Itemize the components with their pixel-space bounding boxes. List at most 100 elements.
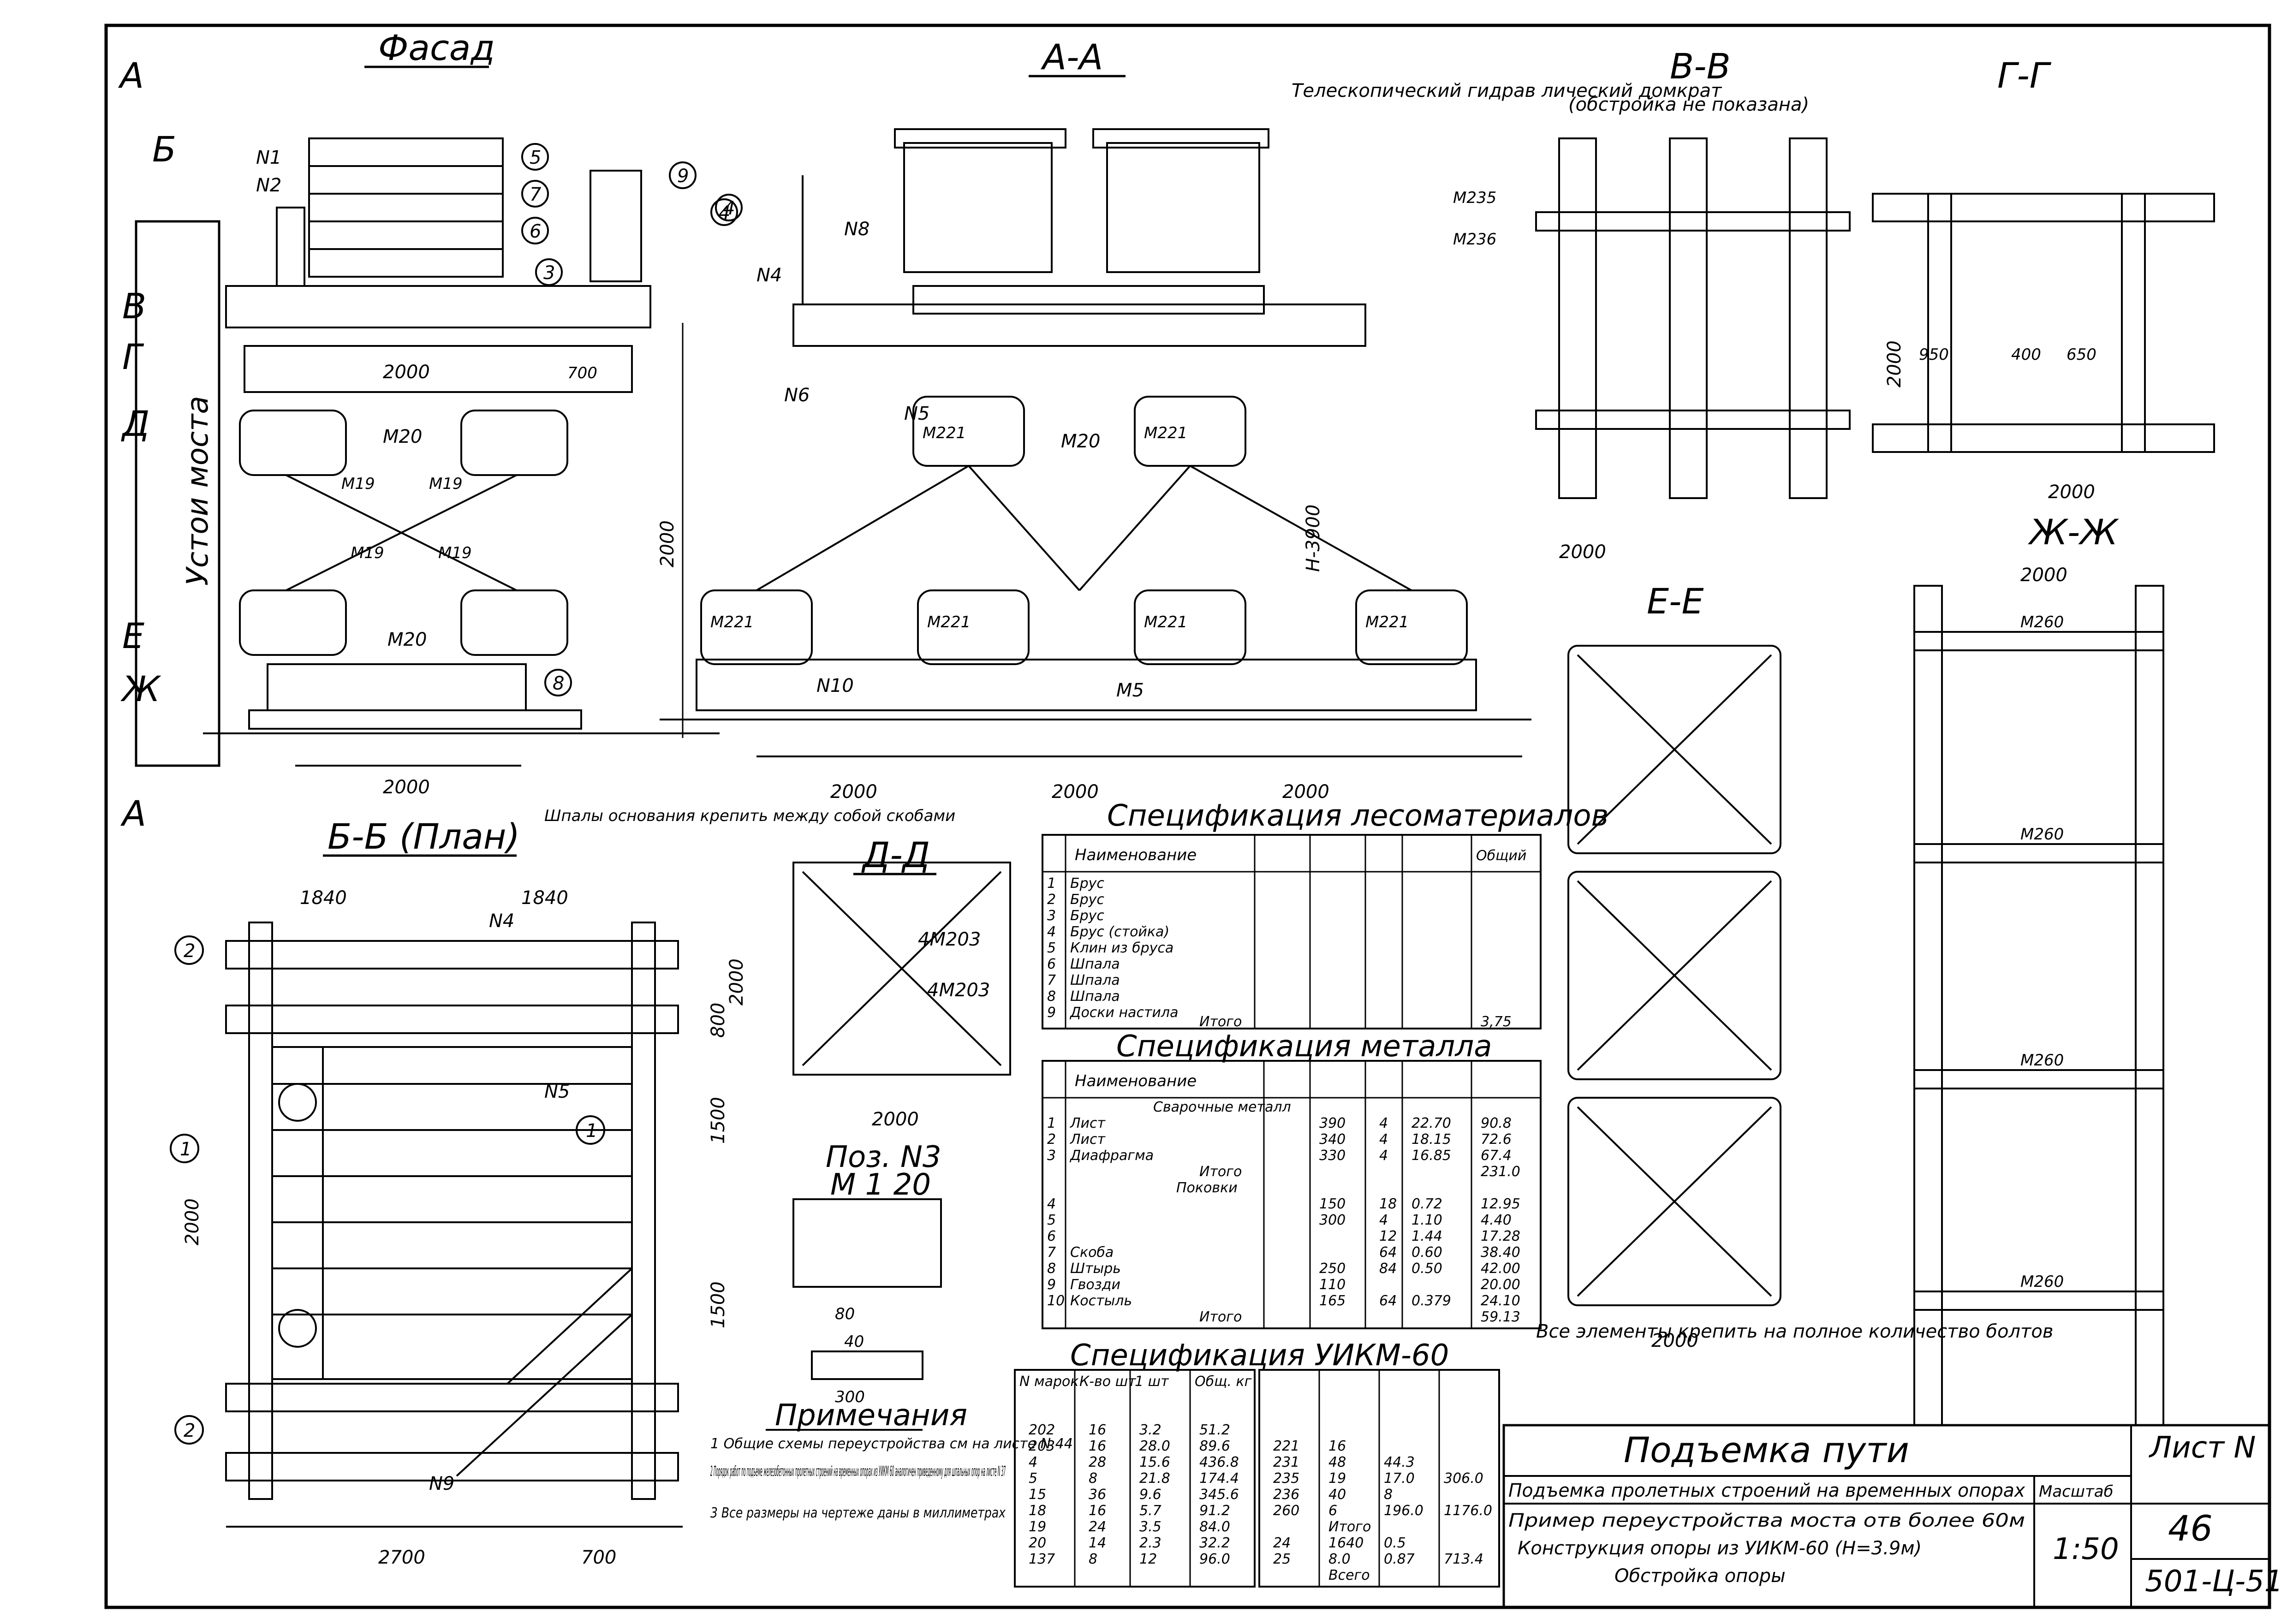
svg-text:1.44: 1.44 xyxy=(1412,1228,1442,1244)
svg-text:2: 2 xyxy=(184,1420,195,1441)
svg-text:3,75: 3,75 xyxy=(1481,1014,1512,1030)
svg-text:0.60: 0.60 xyxy=(1412,1244,1442,1261)
svg-text:32.2: 32.2 xyxy=(1199,1535,1230,1551)
svg-text:8: 8 xyxy=(1384,1487,1393,1503)
svg-text:4: 4 xyxy=(1379,1212,1388,1228)
svg-text:М221: М221 xyxy=(1144,424,1187,442)
svg-text:N1: N1 xyxy=(256,147,281,168)
svg-text:4: 4 xyxy=(1379,1148,1388,1164)
svg-text:4: 4 xyxy=(1047,1196,1056,1212)
svg-text:N4: N4 xyxy=(489,910,514,932)
svg-text:10: 10 xyxy=(1047,1293,1065,1309)
svg-text:6: 6 xyxy=(530,221,541,242)
svg-text:2000: 2000 xyxy=(1052,781,1099,803)
title-block: Подъемка пути Подъемка пролетных строени… xyxy=(1502,1424,2283,1609)
svg-text:М260: М260 xyxy=(2020,825,2064,844)
svg-text:9: 9 xyxy=(677,166,689,187)
svg-text:Итого: Итого xyxy=(1199,1014,1242,1030)
svg-text:М221: М221 xyxy=(1365,613,1409,631)
svg-text:28: 28 xyxy=(1089,1454,1106,1470)
svg-text:110: 110 xyxy=(1319,1277,1346,1293)
svg-text:84.0: 84.0 xyxy=(1199,1519,1230,1535)
svg-text:40: 40 xyxy=(844,1333,864,1351)
spec-metal-table: Спецификация металла Наименование Свароч… xyxy=(1042,1029,1542,1329)
svg-text:22.70: 22.70 xyxy=(1412,1115,1451,1131)
svg-text:19: 19 xyxy=(1328,1470,1346,1487)
svg-text:8: 8 xyxy=(553,673,564,694)
section-aa: А-А Телескопический гидрав лический домк… xyxy=(544,36,1722,825)
svg-text:64: 64 xyxy=(1379,1293,1397,1309)
svg-text:М236: М236 xyxy=(1453,230,1496,249)
svg-text:24: 24 xyxy=(1273,1535,1291,1551)
svg-text:3: 3 xyxy=(543,262,555,284)
svg-text:3: 3 xyxy=(1047,1148,1056,1164)
title-line4: Обстройка опоры xyxy=(1614,1565,1786,1587)
svg-text:196.0: 196.0 xyxy=(1384,1503,1423,1519)
cut-a-top: А xyxy=(118,55,144,96)
svg-text:N10: N10 xyxy=(816,675,854,696)
svg-text:N9: N9 xyxy=(429,1473,454,1494)
dd-title: Д-Д xyxy=(861,834,930,875)
svg-text:19: 19 xyxy=(1029,1519,1046,1535)
bb-title: Б-Б (План) xyxy=(328,816,520,857)
svg-text:59.13: 59.13 xyxy=(1481,1309,1520,1325)
svg-text:80: 80 xyxy=(835,1305,855,1323)
svg-text:700: 700 xyxy=(567,364,597,382)
note-1: 1 Общие схемы переустройства см на листе… xyxy=(710,1436,1073,1452)
svg-text:0.379: 0.379 xyxy=(1412,1293,1451,1309)
svg-text:N4: N4 xyxy=(756,265,782,286)
svg-text:N2: N2 xyxy=(256,175,281,196)
svg-text:231.0: 231.0 xyxy=(1481,1164,1520,1180)
svg-text:24: 24 xyxy=(1089,1519,1106,1535)
svg-text:300: 300 xyxy=(835,1388,865,1406)
svg-text:650: 650 xyxy=(2067,345,2096,364)
svg-text:Лист: Лист xyxy=(1070,1131,1106,1148)
svg-text:Брус: Брус xyxy=(1070,908,1104,924)
svg-text:48: 48 xyxy=(1328,1454,1346,1470)
facade-m20-top: М20 xyxy=(383,426,422,447)
svg-text:Шпала: Шпала xyxy=(1070,972,1120,988)
svg-text:4: 4 xyxy=(1047,924,1056,940)
svg-text:Поковки: Поковки xyxy=(1176,1180,1238,1196)
svg-text:N5: N5 xyxy=(544,1081,570,1102)
note-3: 3 Все размеры на чертеже даны в миллимет… xyxy=(710,1505,1006,1521)
svg-text:18.15: 18.15 xyxy=(1412,1131,1451,1148)
svg-text:3.2: 3.2 xyxy=(1139,1422,1161,1438)
cut-zh: Ж xyxy=(120,668,161,709)
section-dd: Д-Д 4М203 4М203 2000 2000 xyxy=(726,834,1011,1130)
spec-uikm-table: Спецификация УИКМ-60 N марок К-во шт 1 ш… xyxy=(1014,1338,1500,1588)
svg-text:Брус: Брус xyxy=(1070,892,1104,908)
section-zhzh: Ж-Ж 2000 М260 М260 М260 М260 xyxy=(1913,512,2164,1426)
svg-text:202: 202 xyxy=(1029,1422,1055,1438)
svg-text:H-3900: H-3900 xyxy=(1303,505,1324,572)
svg-text:150: 150 xyxy=(1319,1196,1346,1212)
pos3-scale: М 1 20 xyxy=(830,1168,931,1202)
section-gg: Г-Г 2000 400 650 950 xyxy=(1872,55,2215,503)
svg-text:М235: М235 xyxy=(1453,189,1496,207)
cut-v: В xyxy=(122,286,146,327)
svg-text:0.50: 0.50 xyxy=(1412,1261,1442,1277)
svg-text:8: 8 xyxy=(1089,1470,1097,1487)
svg-text:390: 390 xyxy=(1319,1115,1346,1131)
svg-text:2700: 2700 xyxy=(378,1547,425,1568)
svg-text:18: 18 xyxy=(1379,1196,1397,1212)
svg-text:8: 8 xyxy=(1047,988,1056,1005)
svg-text:М260: М260 xyxy=(2020,613,2064,631)
svg-text:2: 2 xyxy=(1047,892,1056,908)
svg-text:42.00: 42.00 xyxy=(1481,1261,1520,1277)
svg-text:21.8: 21.8 xyxy=(1139,1470,1170,1487)
svg-text:340: 340 xyxy=(1319,1131,1346,1148)
cut-e: Е xyxy=(122,615,144,656)
section-bb-plan: Б-Б (План) 1840 1840 N4 N5 N9 2 xyxy=(170,816,729,1568)
svg-text:М19: М19 xyxy=(351,544,384,562)
svg-text:5.7: 5.7 xyxy=(1139,1503,1161,1519)
svg-text:Диафрагма: Диафрагма xyxy=(1069,1148,1154,1164)
svg-text:2000: 2000 xyxy=(1282,781,1329,803)
svg-text:Брус (стойка): Брус (стойка) xyxy=(1070,924,1169,940)
svg-text:Гвозди: Гвозди xyxy=(1070,1277,1120,1293)
svg-text:Итого: Итого xyxy=(1328,1519,1371,1535)
spec-uikm-title: Спецификация УИКМ-60 xyxy=(1070,1338,1449,1373)
svg-text:М19: М19 xyxy=(341,475,375,493)
svg-text:1500: 1500 xyxy=(708,1281,729,1328)
